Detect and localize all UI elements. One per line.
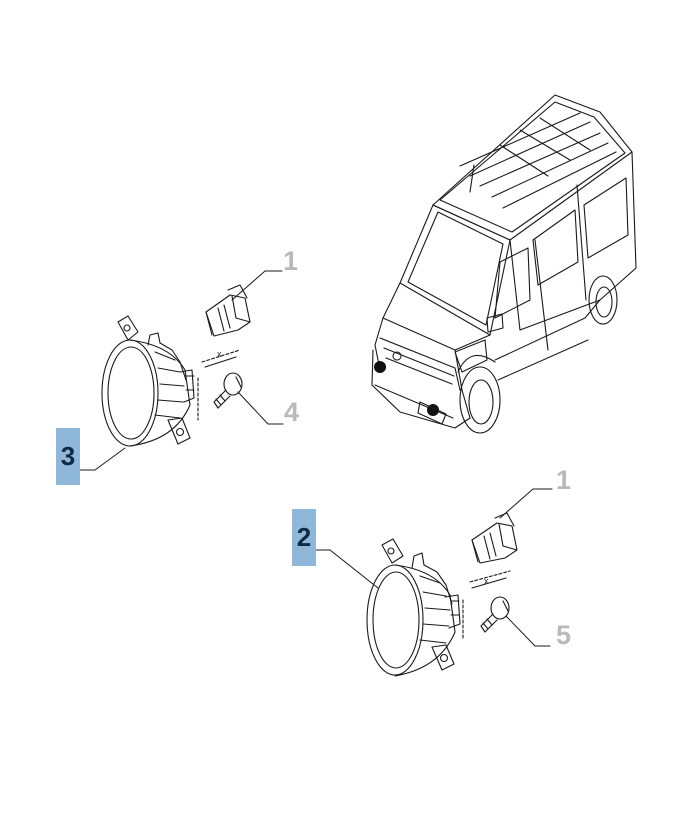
bulb-upper xyxy=(206,285,250,336)
callout-3-highlight[interactable]: 3 xyxy=(56,428,80,485)
van-illustration xyxy=(372,95,636,433)
fog-lamp-upper xyxy=(102,316,240,446)
bulb-lower xyxy=(472,513,517,563)
callout-2-highlight[interactable]: 2 xyxy=(292,509,316,566)
callout-1-upper[interactable]: 1 xyxy=(283,246,299,276)
leader-lines xyxy=(80,271,552,646)
callout-4[interactable]: 4 xyxy=(284,397,300,427)
dimension-label-upper: x xyxy=(217,349,222,359)
screw-item-4 xyxy=(214,373,242,408)
callout-1-lower[interactable]: 1 xyxy=(556,465,572,495)
fog-lamp-lower xyxy=(367,539,510,676)
dimension-label-lower: x xyxy=(484,576,489,586)
screw-item-5 xyxy=(481,597,509,632)
callout-5[interactable]: 5 xyxy=(556,620,572,650)
